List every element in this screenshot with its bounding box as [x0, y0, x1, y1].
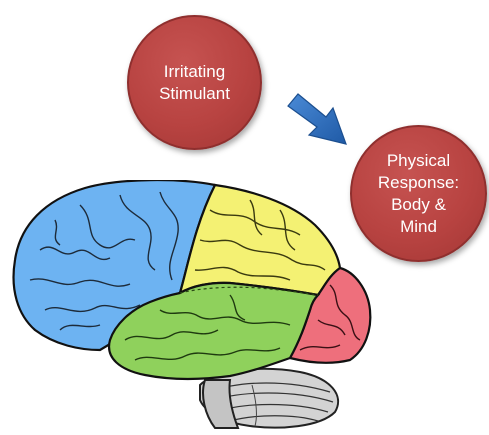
- response-node: Physical Response: Body & Mind: [350, 125, 487, 262]
- response-label-line-3: Body &: [378, 194, 459, 216]
- response-label: Physical Response: Body & Mind: [378, 150, 459, 238]
- stimulant-label-line-1: Irritating: [159, 61, 230, 83]
- response-label-line-2: Response:: [378, 172, 459, 194]
- down-right-arrow-icon: [284, 88, 354, 150]
- stimulant-label-line-2: Stimulant: [159, 83, 230, 105]
- brain-illustration: [0, 180, 390, 430]
- response-label-line-4: Mind: [378, 216, 459, 238]
- response-label-line-1: Physical: [378, 150, 459, 172]
- stimulant-label: Irritating Stimulant: [159, 61, 230, 105]
- stimulant-node: Irritating Stimulant: [127, 15, 262, 150]
